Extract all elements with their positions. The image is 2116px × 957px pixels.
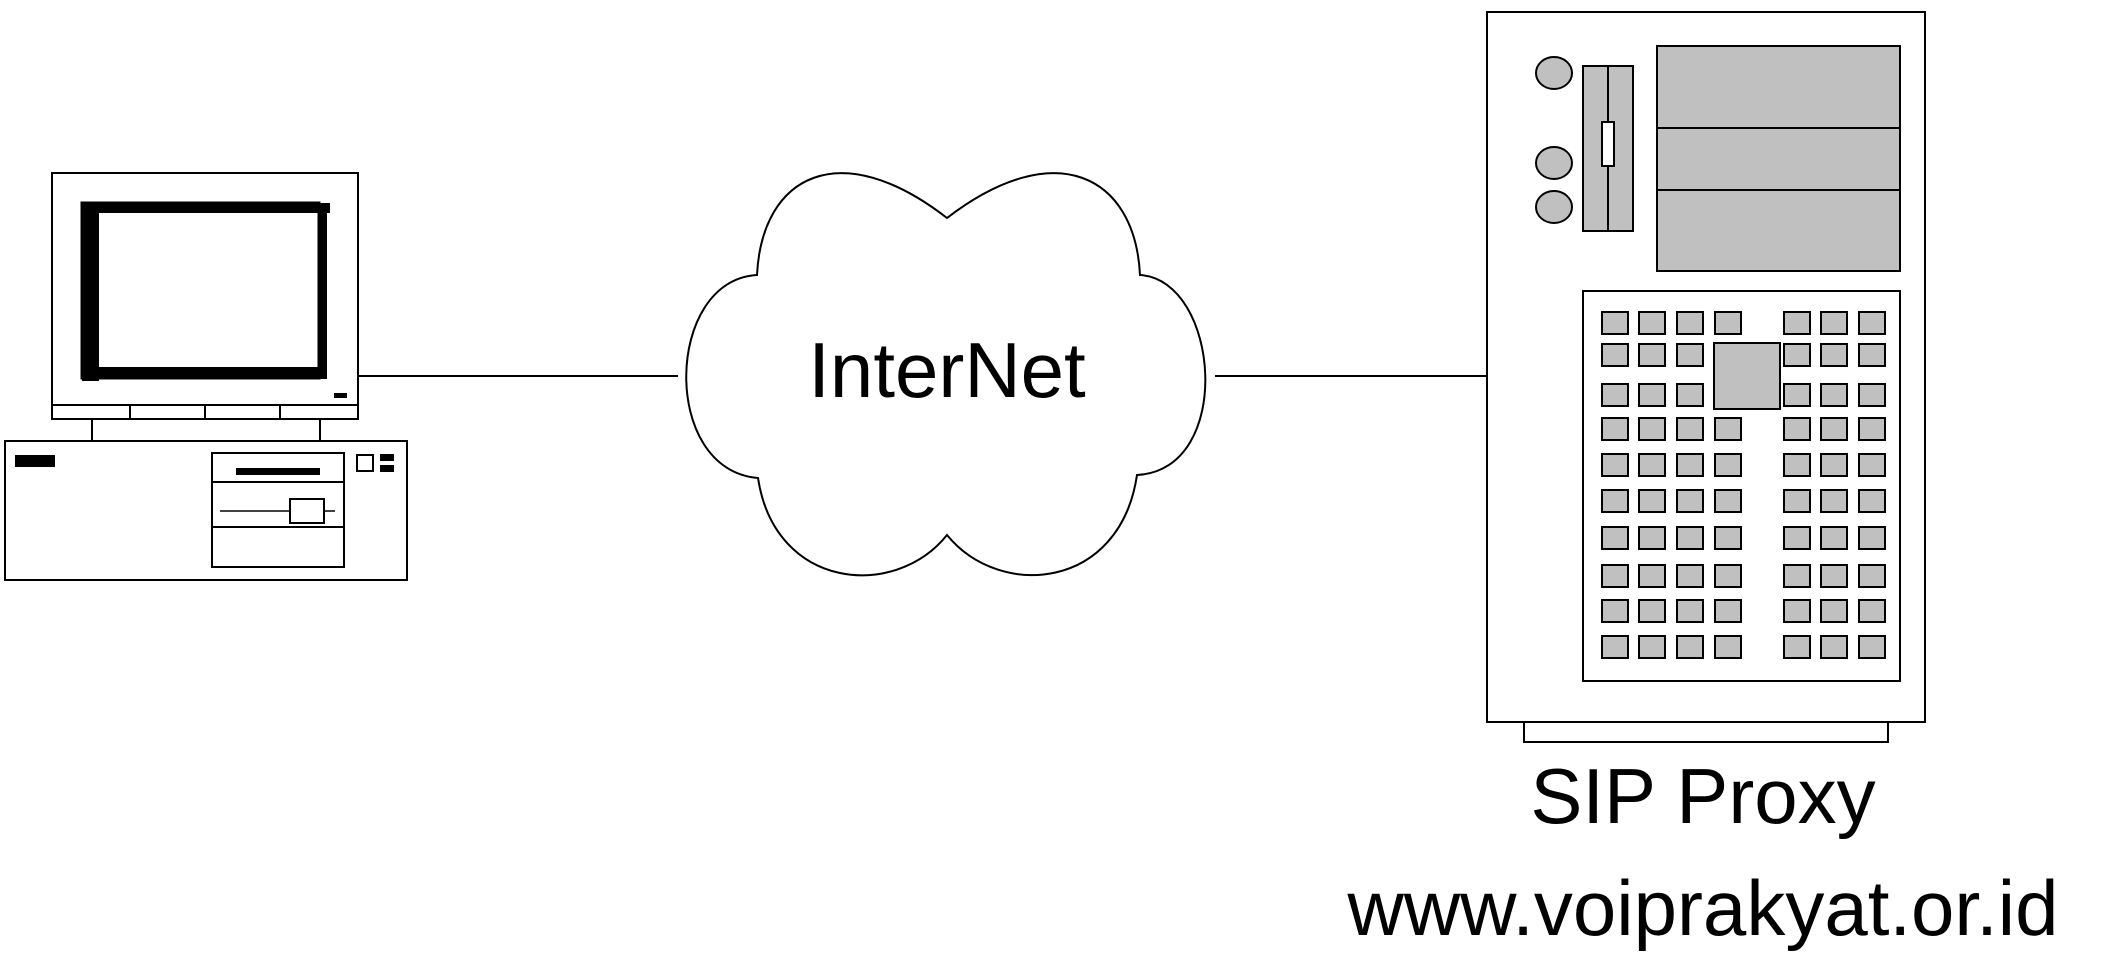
vent-slot (1676, 526, 1704, 550)
vent-slot (1714, 489, 1742, 513)
vent-slot (1820, 489, 1848, 513)
vent-slot (1820, 564, 1848, 588)
vent-slot (1601, 489, 1629, 513)
vent-slot (1601, 383, 1629, 407)
vent-slot (1783, 343, 1811, 367)
vent-slot (1714, 564, 1742, 588)
vent-slot (1601, 453, 1629, 477)
vent-slot (1638, 383, 1666, 407)
vent-slot (1638, 311, 1666, 335)
vent-slot (1601, 417, 1629, 441)
vent-slot (1820, 599, 1848, 623)
vent-slot (1858, 635, 1886, 659)
vent-slot (1638, 526, 1666, 550)
vent-slot (1820, 311, 1848, 335)
vent-slot (1820, 635, 1848, 659)
vent-slot (1820, 343, 1848, 367)
vent-slot (1714, 635, 1742, 659)
vent-slot (1676, 489, 1704, 513)
vent-slot (1783, 635, 1811, 659)
vent-slot (1858, 453, 1886, 477)
vent-slot (1638, 489, 1666, 513)
vent-slot (1638, 417, 1666, 441)
vent-slot (1601, 311, 1629, 335)
vent-slot (1676, 453, 1704, 477)
vent-slot (1820, 417, 1848, 441)
vent-slot (1676, 635, 1704, 659)
vent-slot (1858, 383, 1886, 407)
vent-slot (1714, 453, 1742, 477)
vent-slot (1858, 343, 1886, 367)
vent-slot (1638, 635, 1666, 659)
vent-slot (1638, 453, 1666, 477)
vent-slot (1783, 599, 1811, 623)
internet-cloud-icon (685, 172, 1207, 577)
server-center-panel (1713, 342, 1781, 410)
vent-slot (1820, 383, 1848, 407)
vent-slot (1676, 383, 1704, 407)
vent-slot (1858, 311, 1886, 335)
vent-slot (1601, 526, 1629, 550)
vent-slot (1676, 599, 1704, 623)
vent-slot (1601, 343, 1629, 367)
vent-slot (1676, 343, 1704, 367)
vent-slot (1714, 526, 1742, 550)
vent-slot (1820, 453, 1848, 477)
vent-slot (1783, 564, 1811, 588)
vent-slot (1783, 311, 1811, 335)
vent-slot (1783, 526, 1811, 550)
vent-slot (1858, 599, 1886, 623)
vent-slot (1858, 417, 1886, 441)
vent-slot (1638, 343, 1666, 367)
desktop-computer-icon (4, 172, 408, 581)
vent-slot (1820, 526, 1848, 550)
vent-slot (1783, 383, 1811, 407)
vent-slot (1783, 417, 1811, 441)
vent-slot (1783, 489, 1811, 513)
vent-slot (1638, 564, 1666, 588)
proxy-label: SIP Proxy (1530, 752, 1875, 840)
vent-slot (1601, 599, 1629, 623)
vent-slot (1714, 599, 1742, 623)
vent-slot (1676, 417, 1704, 441)
server-tower-icon (1486, 11, 1926, 743)
server-vent-grid (1601, 311, 1886, 659)
vent-slot (1638, 599, 1666, 623)
vent-slot (1858, 489, 1886, 513)
vent-slot (1601, 635, 1629, 659)
vent-slot (1714, 311, 1742, 335)
internet-label: InterNet (808, 326, 1086, 414)
vent-slot (1676, 564, 1704, 588)
vent-slot (1783, 453, 1811, 477)
vent-slot (1676, 311, 1704, 335)
vent-slot (1858, 564, 1886, 588)
vent-slot (1601, 564, 1629, 588)
proxy-address-label: www.voiprakyat.or.id (1347, 864, 2059, 952)
vent-slot (1714, 417, 1742, 441)
vent-slot (1858, 526, 1886, 550)
